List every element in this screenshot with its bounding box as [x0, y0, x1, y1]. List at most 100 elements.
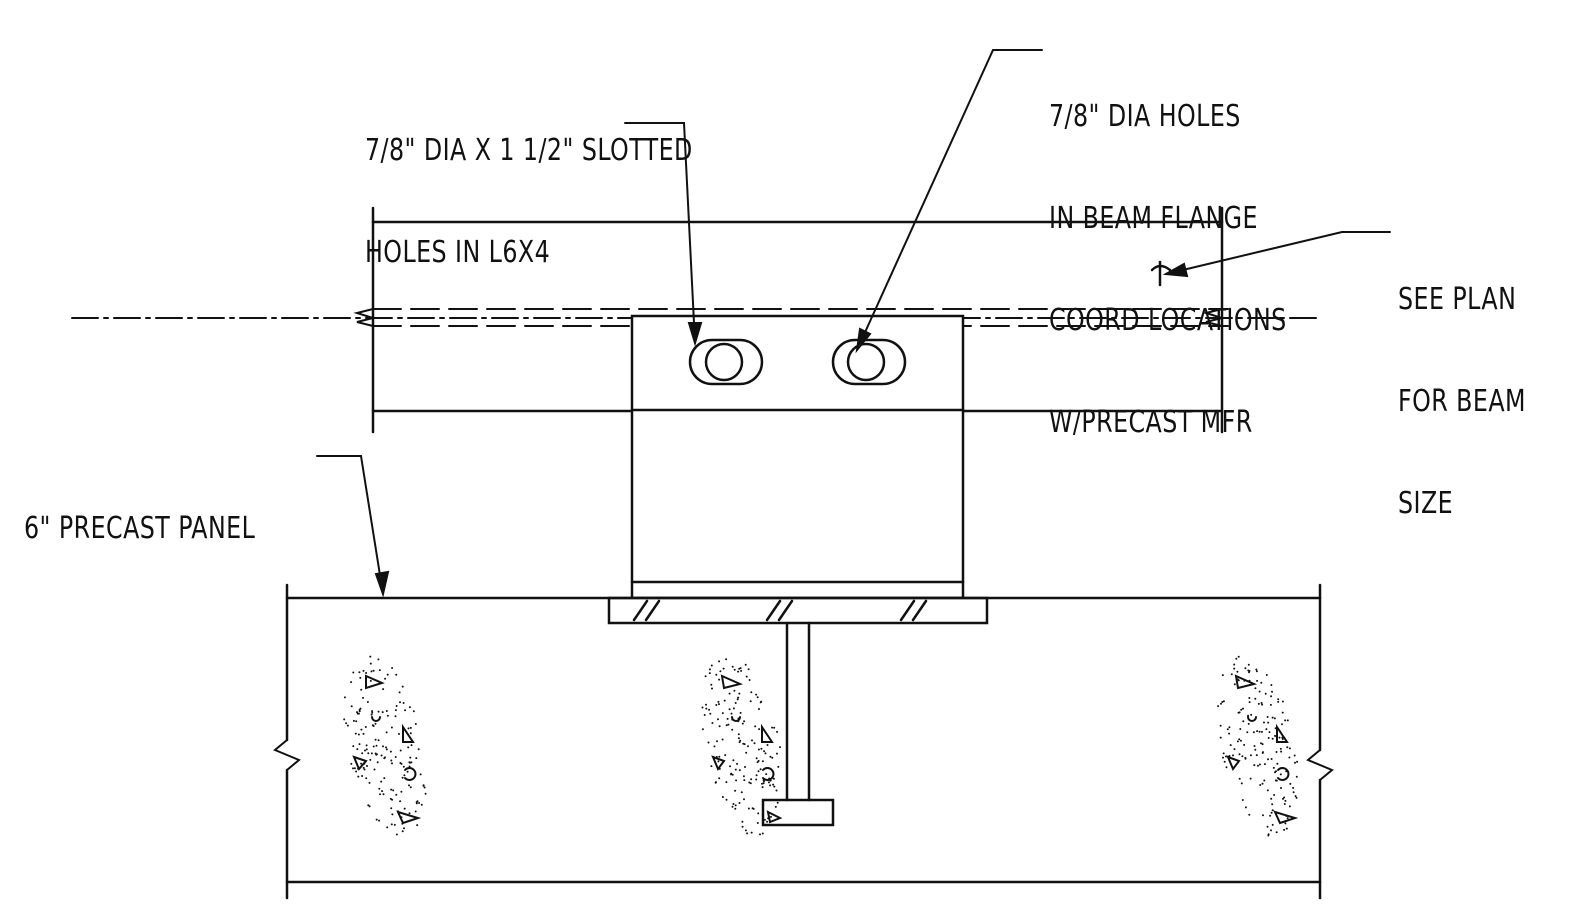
stipple-dot [407, 727, 410, 730]
stipple-dot [1293, 754, 1296, 757]
stipple-dot [761, 786, 764, 789]
stipple-dot [723, 699, 726, 702]
note-beam-size-line3: SIZE [1398, 486, 1454, 521]
stipple-dot [408, 761, 411, 764]
stipple-dot [395, 833, 398, 836]
stipple-dot [409, 756, 412, 759]
stipple-dot [730, 712, 733, 715]
stipple-dot [352, 671, 355, 674]
stipple-dot [1241, 755, 1244, 758]
stipple-dot [395, 793, 398, 796]
stipple-dot [1282, 797, 1284, 800]
stipple-dot [738, 802, 741, 804]
stipple-dot [1274, 727, 1277, 730]
stipple-dot [1255, 670, 1258, 673]
stipple-dot [719, 670, 722, 673]
stipple-dot [733, 689, 736, 692]
stipple-dot [1247, 714, 1250, 717]
stipple-dot [345, 722, 348, 725]
stipple-dot [735, 779, 738, 782]
stipple-dot [360, 762, 363, 765]
stipple-dot [708, 708, 711, 711]
stipple-dot [1269, 703, 1272, 706]
stipple-dot [1267, 721, 1270, 724]
stipple-dot [1222, 756, 1224, 759]
stipple-dot [737, 733, 740, 736]
stipple-dot [1250, 713, 1253, 716]
stipple-dot [1273, 794, 1276, 796]
stipple-dot [401, 685, 404, 688]
stipple-dot [374, 738, 377, 741]
stipple-dot [741, 722, 744, 725]
stipple-dot [750, 831, 753, 834]
stipple-dot [739, 711, 742, 714]
stipple-dot [1279, 747, 1282, 750]
stipple-dot [1219, 724, 1222, 727]
stipple-dot [701, 728, 704, 731]
stipple-dot [402, 702, 405, 704]
stipple-dot [718, 660, 721, 663]
stipple-dot [756, 822, 759, 824]
stipple-dot [1265, 728, 1268, 731]
stipple-dot [1288, 756, 1291, 759]
stipple-dot [383, 777, 386, 780]
stipple-dot [1221, 701, 1224, 703]
stipple-dot [383, 757, 386, 760]
stipple-dot [1267, 834, 1270, 837]
stipple-dot [382, 745, 384, 748]
stipple-dot [1222, 752, 1225, 755]
stipple-dot [743, 720, 746, 723]
stipple-dot [398, 733, 400, 735]
stipple-dot [381, 790, 384, 793]
stipple-dot [729, 765, 731, 768]
stipple-dot [386, 826, 389, 829]
stipple-dot [343, 696, 346, 699]
stipple-dot [736, 698, 739, 701]
stipple-dot [757, 770, 760, 773]
stipple-dot [728, 692, 731, 695]
stipple-dot [375, 818, 378, 821]
stipple-dot [399, 800, 402, 803]
stipple-dot [703, 714, 706, 716]
stipple-dot [1270, 811, 1273, 814]
stipple-dot [775, 789, 778, 792]
stipple-dot [737, 737, 740, 740]
stipple-dot [362, 696, 364, 699]
stipple-dot [399, 762, 402, 764]
stipple-dot [1272, 766, 1275, 769]
stipple-dot [1242, 720, 1245, 723]
stipple-dot [1276, 762, 1279, 765]
stipple-dot [1219, 736, 1222, 739]
stipple-dot [404, 709, 407, 712]
stipple-dot [734, 768, 737, 771]
stipple-dot [724, 754, 727, 757]
stipple-dot [754, 725, 757, 728]
stipple-dot [1233, 748, 1236, 751]
note-flange-holes-line2: IN BEAM FLANGE [1049, 201, 1258, 236]
note-slotted-holes-line1: 7/8" DIA X 1 1/2" SLOTTED [365, 133, 693, 168]
stipple-dot [1275, 751, 1278, 753]
stipple-dot [371, 724, 374, 727]
stipple-dot [1243, 743, 1246, 746]
stipple-dot [755, 774, 758, 777]
stipple-dot [710, 765, 713, 768]
stipple-dot [1292, 791, 1295, 794]
stipple-dot [403, 774, 406, 777]
stipple-dot [352, 745, 355, 748]
stipple-dot [762, 779, 765, 782]
stipple-dot [367, 804, 370, 807]
stipple-dot [393, 823, 396, 826]
stipple-dot [742, 775, 745, 778]
stipple-dot [772, 783, 775, 786]
stipple-dot [365, 748, 368, 751]
stipple-dot [718, 777, 721, 780]
stipple-dot [755, 757, 758, 760]
stipple-dot [731, 728, 734, 731]
stipple-dot [1262, 814, 1264, 817]
concrete-hatch-center [711, 674, 783, 824]
stipple-dot [377, 658, 380, 661]
stipple-dot [382, 793, 385, 796]
stipple-dot [721, 712, 724, 715]
stipple-dot [1281, 700, 1284, 703]
stipple-dot [1283, 803, 1286, 805]
